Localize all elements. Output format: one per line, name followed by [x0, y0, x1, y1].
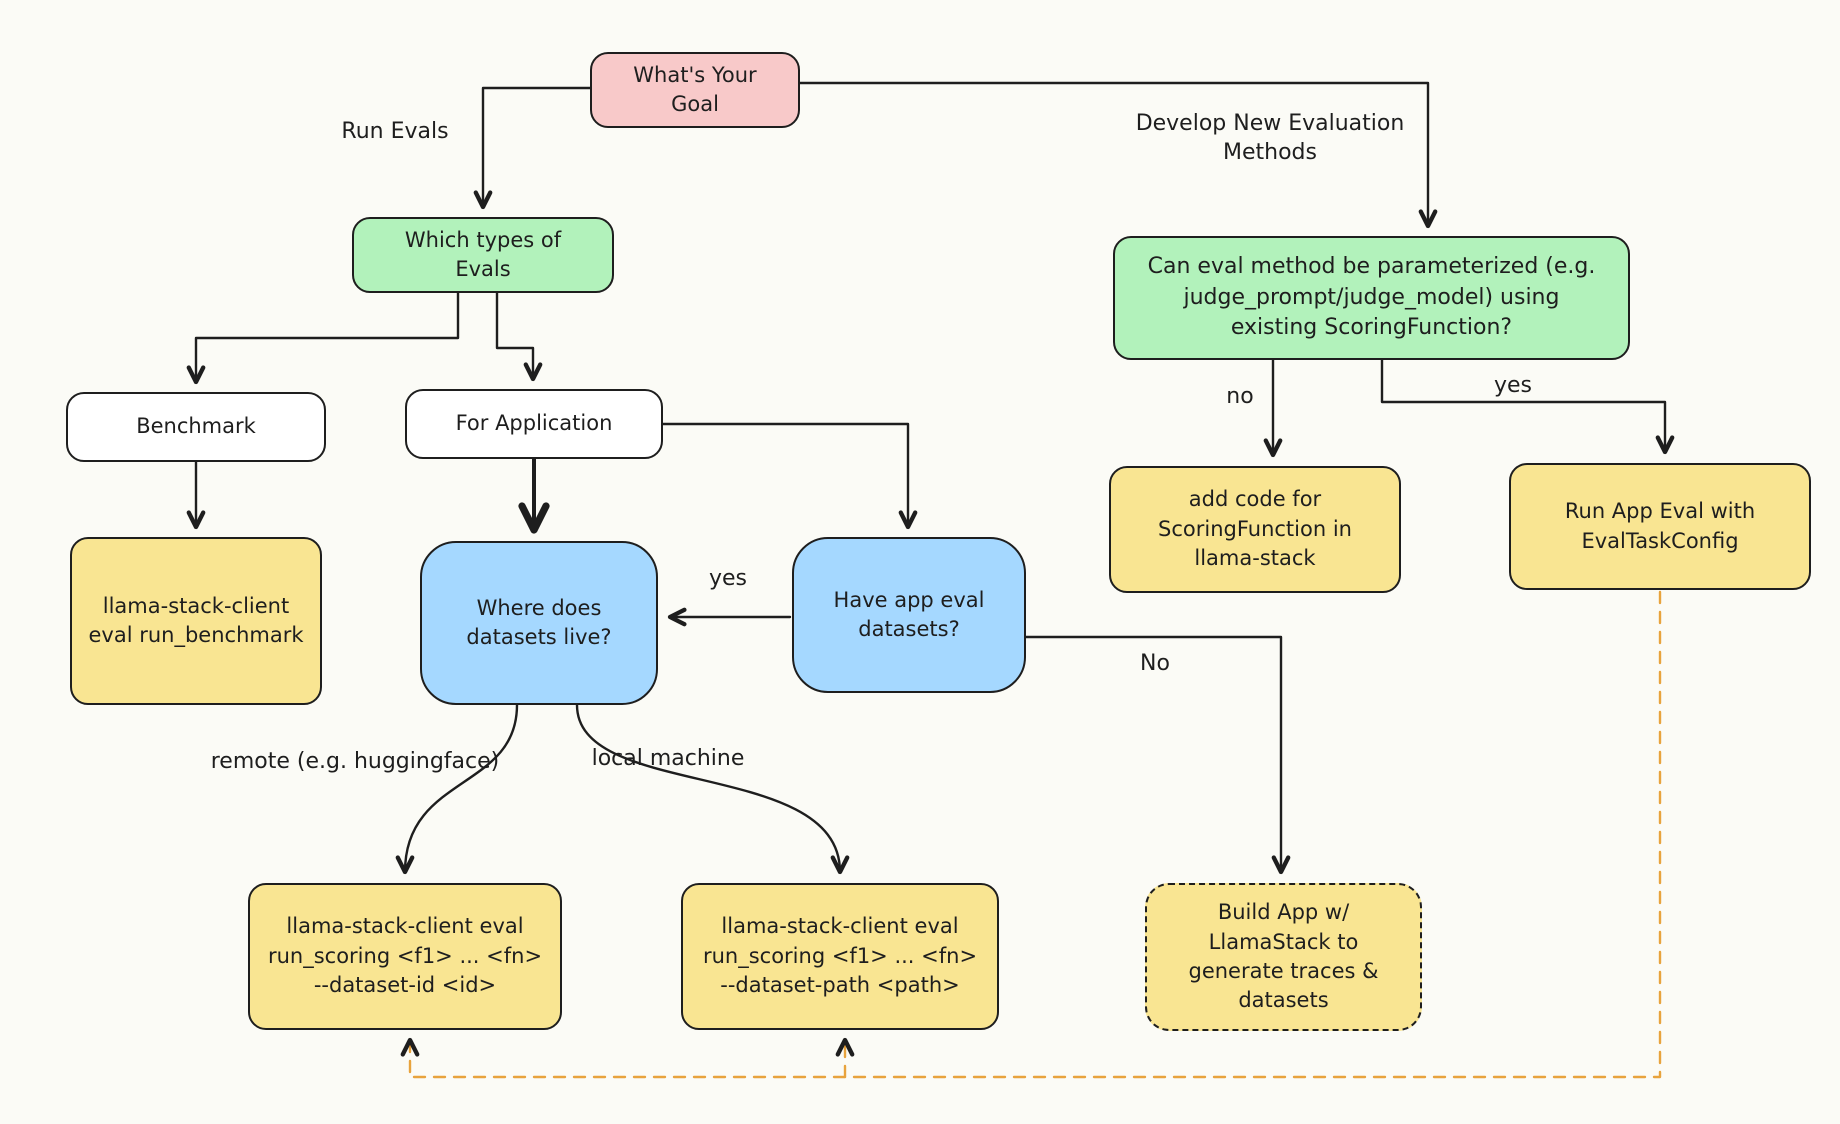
edge-label-run-evals: Run Evals	[341, 119, 449, 144]
edge-wheredatasets-local-to-runscoring-path	[575, 703, 850, 875]
node-can-eval-method-be-parameterized: Can eval method be parameterized (e.g. j…	[1113, 236, 1630, 360]
node-build-app-with-llamastack: Build App w/ LlamaStack to generate trac…	[1145, 883, 1422, 1031]
edge-label-yes-parameterized: yes	[1493, 373, 1533, 398]
node-add-code-for-scoringfunction: add code for ScoringFunction in llama-st…	[1109, 466, 1401, 593]
node-have-app-eval-datasets-label: Have app eval datasets?	[833, 587, 985, 641]
edge-whichtypes-to-benchmark	[186, 291, 460, 385]
node-run-scoring-dataset-path-command: llama-stack-client eval run_scoring <f1>…	[681, 883, 999, 1030]
node-run-scoring-dataset-id-command: llama-stack-client eval run_scoring <f1>…	[248, 883, 562, 1030]
edge-label-local-machine: local machine	[591, 746, 745, 771]
edge-label-no-parameterized: no	[1226, 384, 1254, 409]
node-run-app-eval-with-evaltaskconfig: Run App Eval with EvalTaskConfig	[1509, 463, 1811, 590]
edge-label-develop-new-evaluation-methods: Develop New Evaluation Methods	[1135, 111, 1405, 165]
node-run-scoring-dataset-id-command-label: llama-stack-client eval run_scoring <f1>…	[267, 914, 543, 998]
edge-forapplication-to-havedatasets	[661, 422, 918, 530]
edge-goal-to-which-types	[473, 86, 592, 210]
edge-wheredatasets-remote-to-runscoring-id	[395, 703, 519, 875]
node-which-types-of-evals: Which types of Evals	[352, 217, 614, 293]
node-run-app-eval-with-evaltaskconfig-label: Run App Eval with EvalTaskConfig	[1564, 499, 1756, 553]
edge-label-remote-huggingface: remote (e.g. huggingface)	[210, 749, 500, 774]
node-can-eval-method-be-parameterized-label: Can eval method be parameterized (e.g. j…	[1147, 253, 1596, 341]
edge-whichtypes-to-forapplication	[495, 291, 543, 382]
node-benchmark: Benchmark	[66, 392, 326, 462]
node-for-application: For Application	[405, 389, 663, 459]
node-whats-your-goal: What's Your Goal	[590, 52, 800, 128]
node-have-app-eval-datasets: Have app eval datasets?	[792, 537, 1026, 693]
node-whats-your-goal-label: What's Your Goal	[633, 62, 757, 116]
edge-label-yes-have-datasets: yes	[708, 566, 748, 591]
edge-label-no-have-datasets: No	[1140, 651, 1170, 676]
node-run-benchmark-command-label: llama-stack-client eval run_benchmark	[88, 593, 304, 647]
node-where-does-datasets-live: Where does datasets live?	[420, 541, 658, 705]
node-where-does-datasets-live-label: Where does datasets live?	[466, 595, 612, 649]
node-benchmark-label: Benchmark	[136, 414, 256, 439]
node-run-benchmark-command: llama-stack-client eval run_benchmark	[70, 537, 322, 705]
node-build-app-with-llamastack-label: Build App w/ LlamaStack to generate trac…	[1188, 900, 1379, 1013]
node-run-scoring-dataset-path-command-label: llama-stack-client eval run_scoring <f1>…	[702, 914, 978, 998]
node-for-application-label: For Application	[455, 411, 613, 436]
node-which-types-of-evals-label: Which types of Evals	[404, 227, 562, 281]
node-add-code-for-scoringfunction-label: add code for ScoringFunction in llama-st…	[1158, 487, 1352, 571]
